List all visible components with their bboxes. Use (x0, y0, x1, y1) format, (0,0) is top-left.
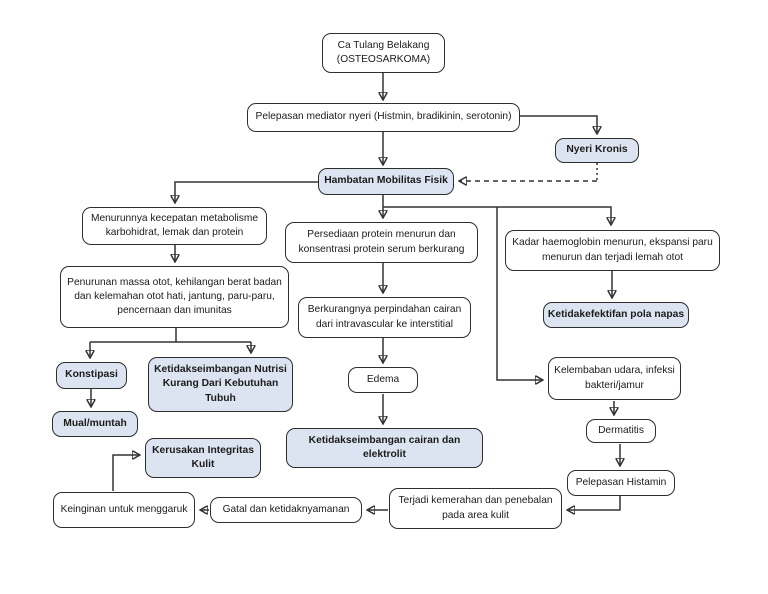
arrow-hambatan-to-metabolisme (175, 181, 318, 202)
node-hambatan-mobilitas-fisik: Hambatan Mobilitas Fisik (318, 168, 454, 195)
node-persediaan-protein: Persediaan protein menurun dan konsentra… (285, 222, 478, 263)
node-ketidakseimbangan-cairan: Ketidakseimbangan cairan dan elektrolit (286, 428, 483, 468)
node-nyeri-kronis: Nyeri Kronis (555, 138, 639, 163)
arrow-hambatan-to-kelembaban (496, 207, 542, 380)
node-berkurangnya-perpindahan-cairan: Berkurangnya perpindahan cairan dari int… (298, 297, 471, 338)
node-konstipasi: Konstipasi (56, 362, 127, 389)
node-mual-muntah: Mual/muntah (52, 411, 138, 437)
node-ketidakefektifan-pola-napas: Ketidakefektifan pola napas (543, 302, 689, 328)
node-kadar-haemoglobin: Kadar haemoglobin menurun, ekspansi paru… (505, 230, 720, 271)
arrow-mediator-to-nyeri-kronis (520, 115, 597, 133)
arrow-histamin-to-kemerahan (568, 496, 621, 510)
node-ca-tulang-belakang: Ca Tulang Belakang (OSTEOSARKOMA) (322, 33, 445, 73)
node-terjadi-kemerahan: Terjadi kemerahan dan penebalan pada are… (389, 488, 562, 529)
arrow-keinginan-to-kerusakan (112, 455, 139, 491)
node-menurunnya-metabolisme: Menurunnya kecepatan metabolisme karbohi… (82, 207, 267, 245)
node-dermatitis: Dermatitis (586, 419, 656, 443)
node-pelepasan-histamin: Pelepasan Histamin (567, 470, 675, 496)
node-kerusakan-integritas-kulit: Kerusakan Integritas Kulit (145, 438, 261, 478)
node-gatal-ketidaknyamanan: Gatal dan ketidaknyamanan (210, 497, 362, 523)
node-ketidakseimbangan-nutrisi: Ketidakseimbangan Nutrisi Kurang Dari Ke… (148, 357, 293, 412)
node-penurunan-massa-otot: Penurunan massa otot, kehilangan berat b… (60, 266, 289, 328)
arrow-hambatan-to-kadar (383, 206, 611, 224)
node-pelepasan-mediator-nyeri: Pelepasan mediator nyeri (Histmin, bradi… (247, 103, 520, 132)
node-kelembaban-udara: Kelembaban udara, infeksi bakteri/jamur (548, 357, 681, 400)
line-penurunan-split (90, 328, 251, 343)
node-keinginan-menggaruk: Keinginan untuk menggaruk (53, 492, 195, 528)
node-edema: Edema (348, 367, 418, 393)
